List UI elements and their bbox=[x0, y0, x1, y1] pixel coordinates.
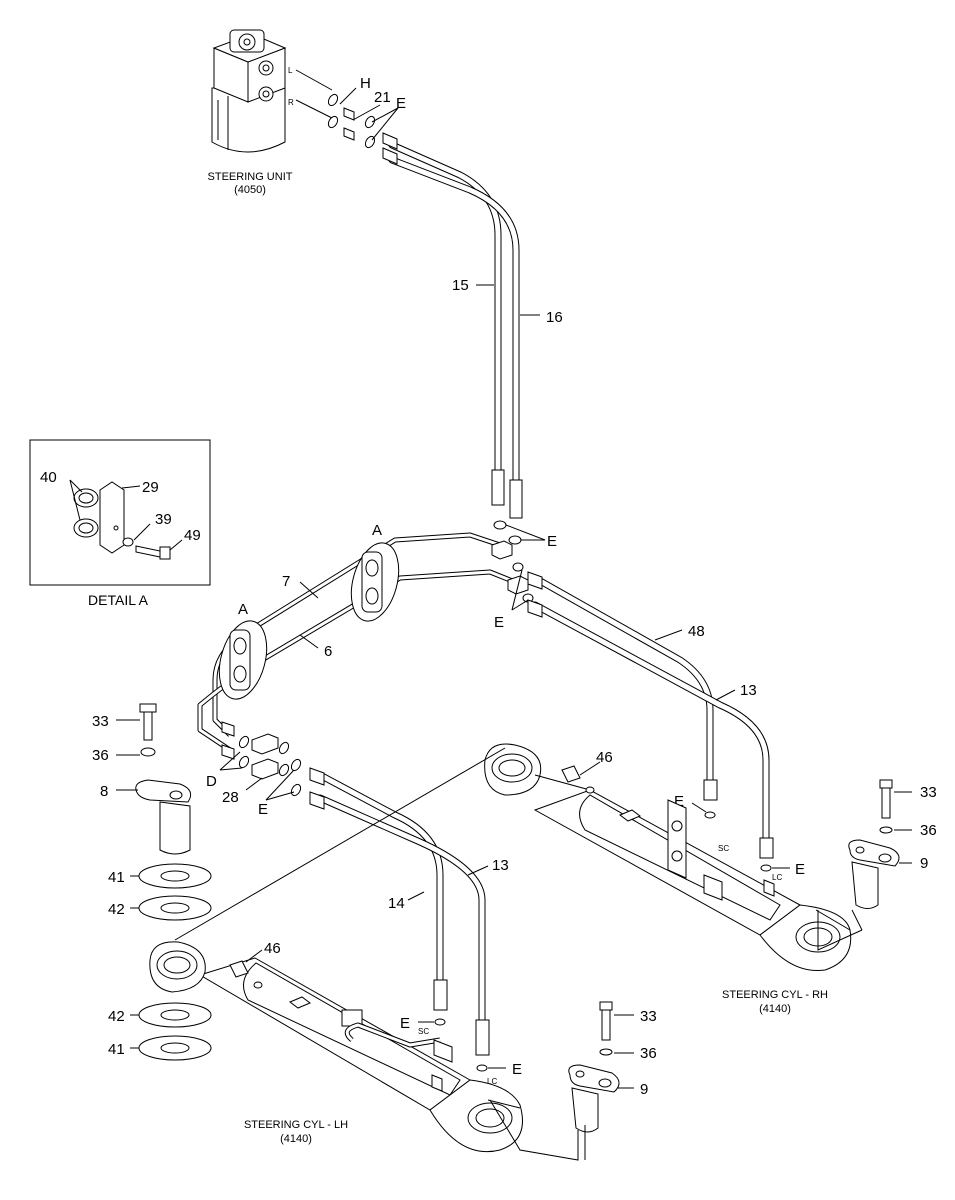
hose-14 bbox=[316, 771, 444, 984]
callout-33-lower: 33 bbox=[640, 1008, 657, 1025]
callout-36-lh-upper: 36 bbox=[92, 747, 109, 764]
orings-h bbox=[327, 93, 339, 129]
callout-42-upper: 42 bbox=[108, 901, 125, 918]
label-lc-rh: LC bbox=[772, 873, 782, 882]
callout-9-lower: 9 bbox=[640, 1081, 648, 1098]
fittings-28 bbox=[251, 733, 302, 797]
callout-e-mid-below: E bbox=[494, 614, 504, 631]
steering-cyl-lh-name: STEERING CYL - LH bbox=[244, 1119, 348, 1131]
steering-cyl-lh-ref: (4140) bbox=[280, 1133, 312, 1145]
hose-13-rh bbox=[531, 601, 770, 854]
callout-h: H bbox=[360, 75, 371, 92]
hose-16 bbox=[388, 156, 520, 499]
port-l-label: L bbox=[288, 66, 293, 75]
callout-41-lower: 41 bbox=[108, 1041, 125, 1058]
detail-a-title: DETAIL A bbox=[88, 592, 149, 608]
callout-40: 40 bbox=[40, 469, 57, 486]
callout-13-upper: 13 bbox=[740, 682, 757, 699]
orings-e-top bbox=[364, 115, 376, 149]
callout-29: 29 bbox=[142, 479, 159, 496]
elbows-d bbox=[221, 721, 250, 769]
callout-13-lower: 13 bbox=[492, 857, 509, 874]
steering-unit-name: STEERING UNIT bbox=[208, 171, 293, 183]
callout-e-rh-lc: E bbox=[795, 861, 805, 878]
callout-6: 6 bbox=[324, 643, 332, 660]
callout-14: 14 bbox=[388, 895, 405, 912]
callout-33-rh: 33 bbox=[920, 784, 937, 801]
pin-assembly-lh-upper bbox=[135, 703, 212, 921]
callout-e-top: E bbox=[396, 95, 406, 112]
callout-48: 48 bbox=[688, 623, 705, 640]
pin-assembly-lower-right bbox=[568, 1001, 620, 1133]
callout-15: 15 bbox=[452, 277, 469, 294]
callout-33-lh-upper: 33 bbox=[92, 713, 109, 730]
callout-d: D bbox=[206, 773, 217, 790]
hose-13-lh bbox=[316, 794, 486, 1039]
port-r-label: R bbox=[288, 98, 294, 107]
callout-42-lower: 42 bbox=[108, 1008, 125, 1025]
callout-36-rh: 36 bbox=[920, 822, 937, 839]
callout-a-lower: A bbox=[238, 601, 248, 618]
washers-lh-lower bbox=[138, 1002, 212, 1061]
steering-cylinder-rh bbox=[484, 743, 863, 972]
callout-7: 7 bbox=[282, 573, 290, 590]
label-sc-rh: SC bbox=[718, 844, 729, 853]
callout-16: 16 bbox=[546, 309, 563, 326]
callout-e-left: E bbox=[258, 801, 268, 818]
tee-fittings-mid bbox=[491, 520, 534, 603]
callout-39: 39 bbox=[155, 511, 172, 528]
label-lc-lh: LC bbox=[487, 1077, 497, 1086]
clamp-a-upper bbox=[350, 542, 400, 622]
callout-8: 8 bbox=[100, 783, 108, 800]
steering-cyl-rh-name: STEERING CYL - RH bbox=[722, 989, 828, 1001]
callout-46-lh: 46 bbox=[264, 940, 281, 957]
callout-e-rh-sc: E bbox=[674, 793, 684, 810]
adapters-21 bbox=[343, 107, 355, 141]
steering-unit: L R bbox=[211, 29, 333, 153]
callout-e-lh-sc: E bbox=[400, 1015, 410, 1032]
callout-9-rh: 9 bbox=[920, 855, 928, 872]
steering-cylinder-lh bbox=[149, 941, 523, 1153]
callout-28: 28 bbox=[222, 789, 239, 806]
assembly-tie-lines bbox=[174, 747, 863, 1161]
callout-36-lower: 36 bbox=[640, 1045, 657, 1062]
callout-e-lh-lc: E bbox=[512, 1061, 522, 1078]
clamp-a-lower bbox=[218, 620, 268, 700]
callout-49: 49 bbox=[184, 527, 201, 544]
pin-assembly-rh bbox=[848, 779, 900, 909]
steering-cyl-rh-ref: (4140) bbox=[759, 1003, 791, 1015]
hose-48 bbox=[531, 574, 714, 794]
steering-unit-ref: (4050) bbox=[234, 184, 266, 196]
callout-21: 21 bbox=[374, 89, 391, 106]
label-sc-lh: SC bbox=[418, 1027, 429, 1036]
callout-46-rh: 46 bbox=[596, 749, 613, 766]
detail-a-box bbox=[29, 439, 211, 586]
callout-e-mid-right: E bbox=[547, 533, 557, 550]
callout-41-upper: 41 bbox=[108, 869, 125, 886]
callout-a-upper: A bbox=[372, 522, 382, 539]
